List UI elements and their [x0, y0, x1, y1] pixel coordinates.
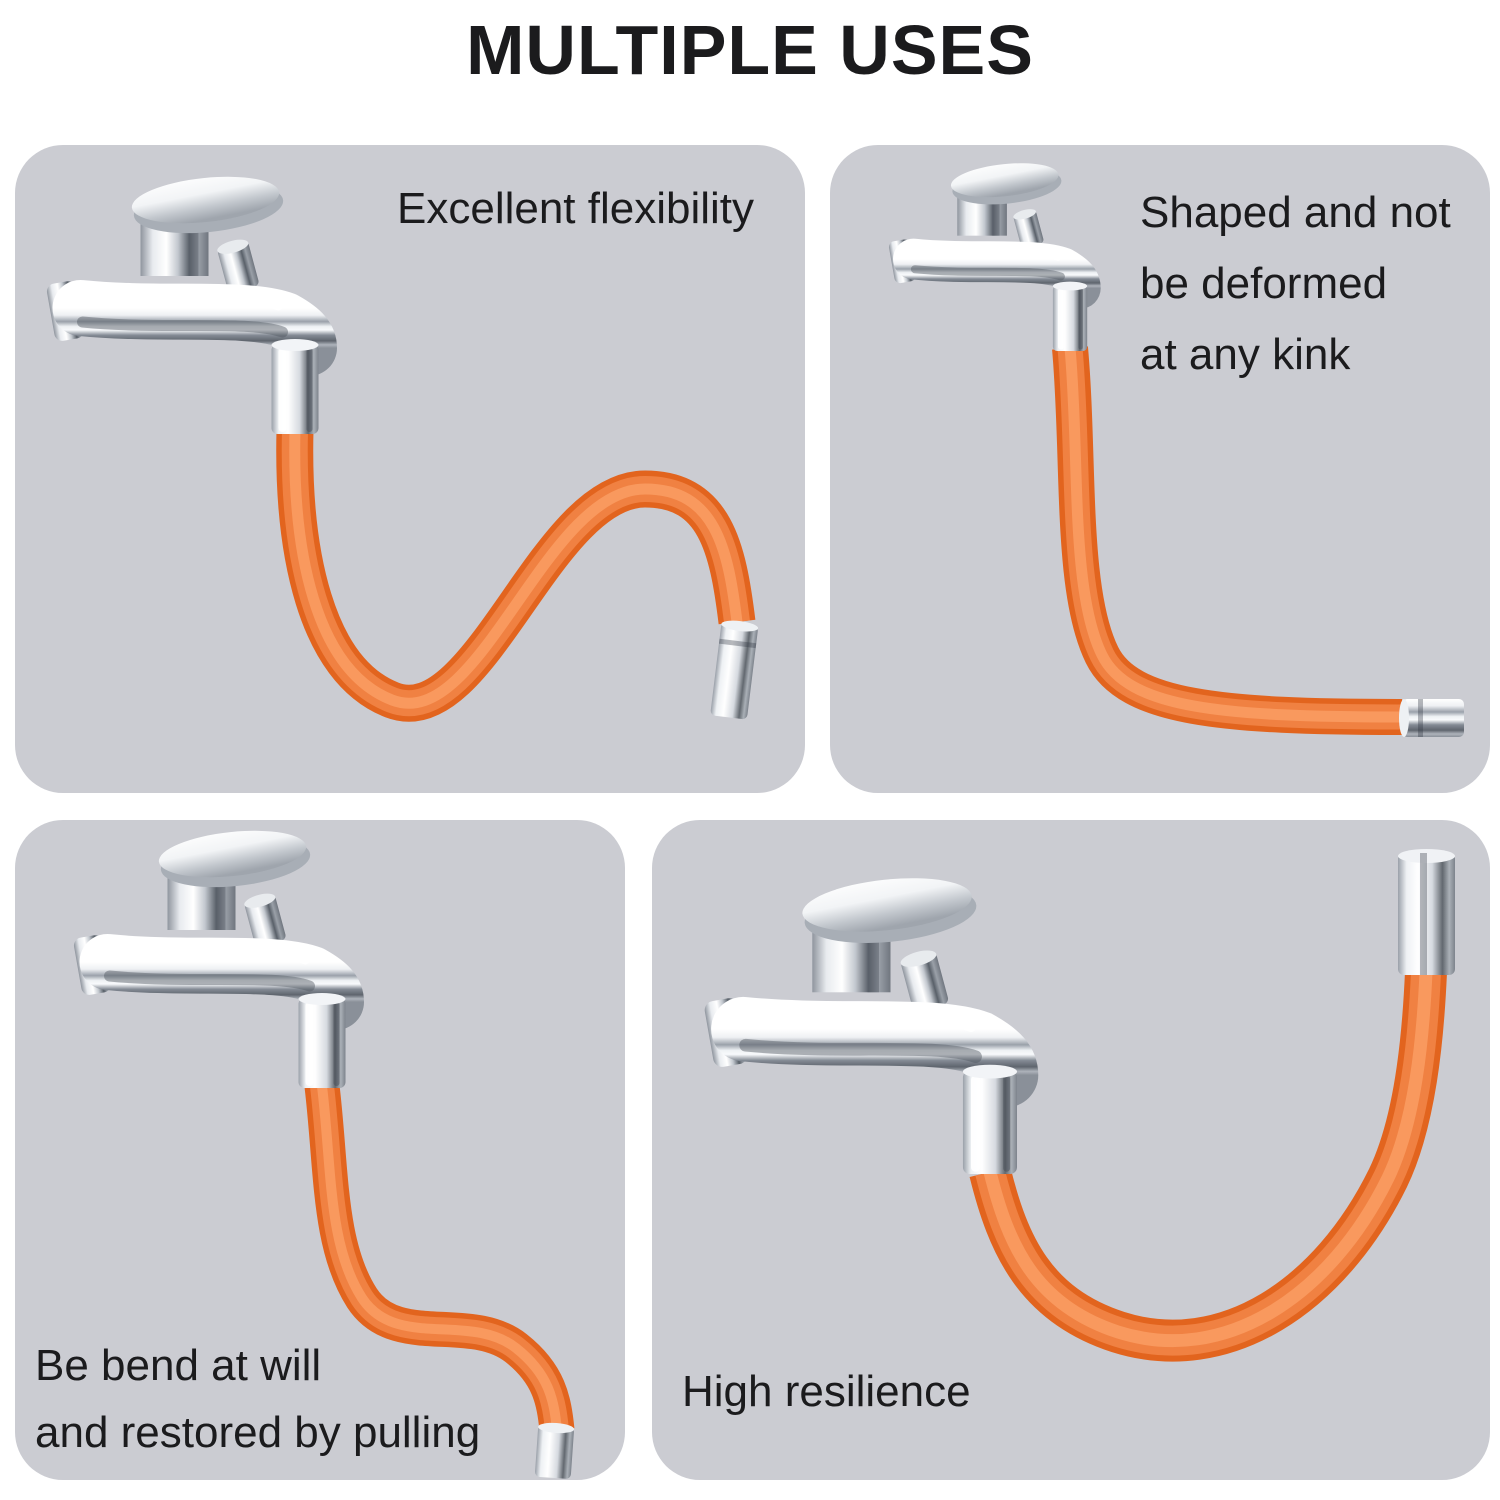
page-title: MULTIPLE USES — [466, 11, 1034, 89]
caption-line: be deformed — [1140, 259, 1388, 308]
caption-line: and restored by pulling — [35, 1408, 481, 1457]
caption-line: High resilience — [682, 1367, 971, 1416]
caption-line: Shaped and not — [1140, 188, 1451, 237]
caption-line: Excellent flexibility — [397, 184, 755, 233]
caption-line: at any kink — [1140, 330, 1351, 379]
caption-line: Be bend at will — [35, 1341, 322, 1390]
caption-high-resilience: High resilience — [682, 1358, 971, 1425]
caption-shape-retention: Shaped and not be deformed at any kink — [1140, 177, 1451, 390]
caption-excellent-flexibility: Excellent flexibility — [397, 174, 754, 244]
caption-bend-at-will: Be bend at will and restored by pulling — [35, 1332, 480, 1466]
